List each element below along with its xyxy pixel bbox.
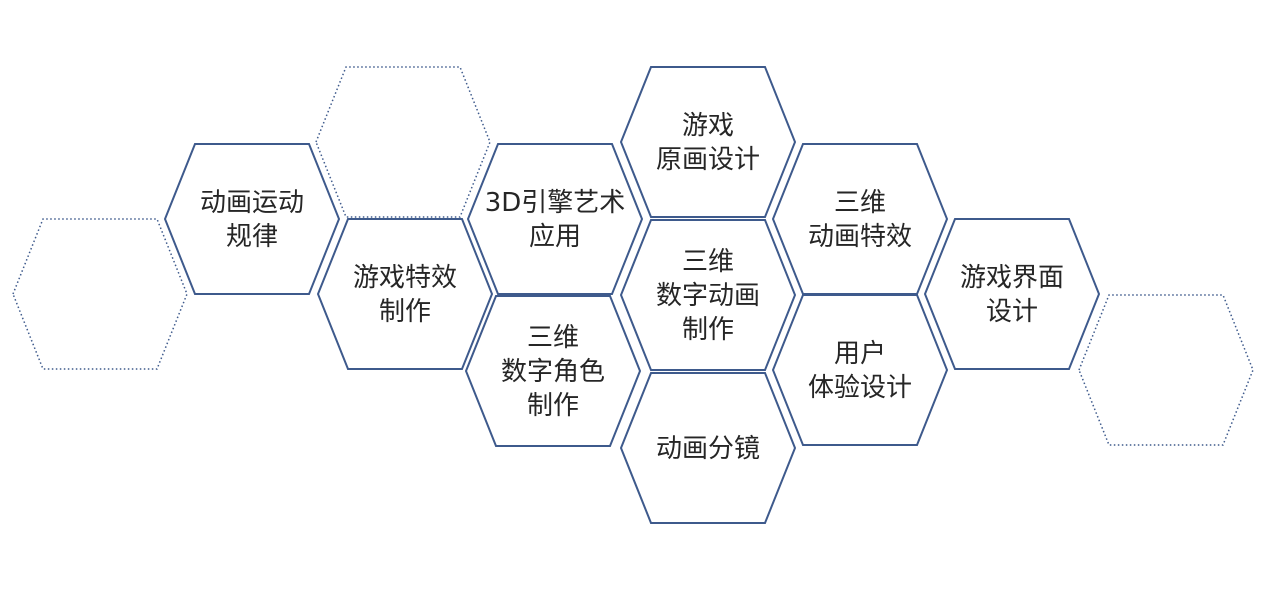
hexagon-label-line: 三维: [834, 188, 886, 218]
hexagon-label-line: 三维: [682, 247, 734, 277]
hexagon-shape: [619, 66, 797, 218]
hexagon-label-line: 原画设计: [656, 145, 760, 175]
hexagon-label-line: 数字角色: [501, 357, 605, 387]
hexagon-shape: [163, 143, 341, 295]
hexagon-shape: [316, 218, 494, 370]
hexagon-shape: [619, 372, 797, 524]
hexagon-label-line: 规律: [226, 222, 278, 252]
hexagon-label-line: 制作: [527, 391, 579, 421]
hexagon-shape: [315, 66, 491, 218]
hexagon-empty-top: [315, 66, 491, 218]
hexagon-label-line: 动画运动: [200, 188, 304, 218]
hexagon-shape: [771, 294, 949, 446]
hexagon-label-line: 制作: [682, 315, 734, 345]
hexagon-shape: [12, 218, 188, 370]
hexagon-label-line: 制作: [379, 297, 431, 327]
hexagon-shape: [1078, 294, 1254, 446]
hexagon-label-line: 应用: [529, 222, 581, 252]
hexagon-animation-storyboard: 动画分镜: [619, 372, 797, 524]
hexagon-shape: [771, 143, 949, 295]
hexagon-label-line: 数字动画: [656, 281, 760, 311]
hexagon-shape: [619, 219, 797, 371]
hexagon-label-line: 游戏: [682, 111, 734, 141]
hexagon-label-line: 用户: [834, 339, 886, 369]
hexagon-shape: [923, 218, 1101, 370]
hexagon-shape: [466, 143, 644, 295]
hexagon-label-line: 设计: [986, 297, 1038, 327]
hexagon-label-line: 3D引擎艺术: [485, 188, 626, 218]
hexagon-label-line: 体验设计: [808, 373, 912, 403]
hexagon-label-line: 三维: [527, 323, 579, 353]
hexagon-empty-left: [12, 218, 188, 370]
hexagon-shape: [464, 295, 642, 447]
hexagon-empty-right: [1078, 294, 1254, 446]
hexagon-label-line: 动画特效: [808, 222, 912, 252]
hexagon-label-line: 游戏界面: [960, 263, 1064, 293]
hexagon-label-line: 游戏特效: [353, 263, 457, 293]
hexagon-label-line: 动画分镜: [656, 434, 760, 464]
